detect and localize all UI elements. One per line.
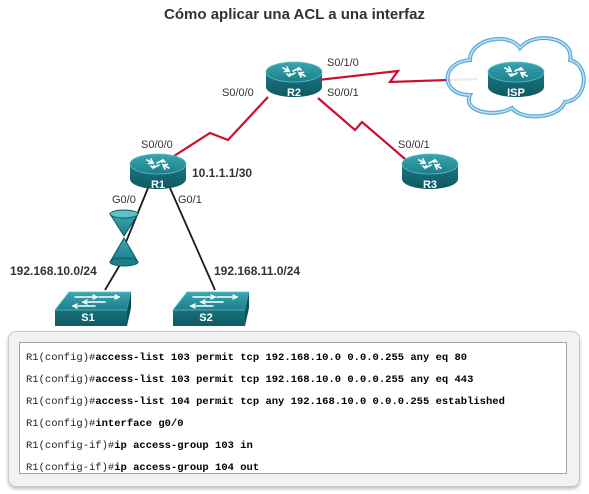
- r3-s001-label: S0/0/1: [398, 139, 430, 151]
- cli-command: access-list 104 permit tcp any 192.168.1…: [95, 396, 505, 408]
- cli-line: R1(config)#access-list 103 permit tcp 19…: [26, 347, 566, 369]
- router-r1-label: R1: [151, 179, 165, 191]
- cli-prompt: R1(config)#: [26, 352, 96, 364]
- switch-s1[interactable]: S1: [54, 291, 132, 327]
- r1-s000-label: S0/0/0: [141, 139, 173, 151]
- cli-output: R1(config)#access-list 103 permit tcp 19…: [19, 342, 567, 474]
- serial-link-r1-r2: [159, 96, 269, 166]
- cli-command: access-list 103 permit tcp 192.168.10.0 …: [95, 352, 468, 364]
- cli-line: R1(config-if)#ip access-group 104 out: [26, 457, 566, 479]
- cli-line: R1(config)#access-list 104 permit tcp an…: [26, 391, 566, 413]
- network-topology: R2 R1 R3 ISP S1 S2 S0/1/0 S0/0/0 S0/0/1 …: [10, 36, 586, 327]
- router-isp-label: ISP: [507, 87, 525, 99]
- lan2-label: 192.168.11.0/24: [214, 264, 300, 278]
- serial-link-r2-r3: [317, 97, 413, 166]
- switch-s1-label: S1: [81, 312, 94, 324]
- router-r2-label: R2: [287, 87, 301, 99]
- cli-prompt: R1(config)#: [26, 396, 96, 408]
- cli-command: ip access-group 104 out: [114, 462, 260, 474]
- cli-prompt: R1(config)#: [26, 418, 96, 430]
- router-r1[interactable]: R1: [129, 153, 187, 191]
- r1-ip-label: 10.1.1.1/30: [192, 166, 252, 180]
- r1-g00-label: G0/0: [112, 194, 136, 206]
- cli-prompt: R1(config-if)#: [26, 440, 115, 452]
- router-r3-label: R3: [423, 179, 437, 191]
- ethernet-link-r1-s2: [169, 187, 216, 291]
- router-r2[interactable]: R2: [265, 61, 323, 99]
- r2-s001-label: S0/0/1: [327, 87, 359, 99]
- router-r3[interactable]: R3: [401, 153, 459, 191]
- cli-command: interface g0/0: [95, 418, 184, 430]
- cli-line: R1(config)#access-list 103 permit tcp 19…: [26, 369, 566, 391]
- r1-g01-label: G0/1: [178, 194, 202, 206]
- cli-panel: R1(config)#access-list 103 permit tcp 19…: [8, 331, 580, 487]
- cli-line: R1(config-if)#ip access-group 103 in: [26, 435, 566, 457]
- switch-s2-label: S2: [199, 312, 212, 324]
- r2-s010-label: S0/1/0: [327, 57, 359, 69]
- serial-link-r2-isp: [317, 69, 479, 84]
- cli-command: ip access-group 103 in: [114, 440, 253, 452]
- diagram-title: Cómo aplicar una ACL a una interfaz: [164, 6, 425, 23]
- lan1-label: 192.168.10.0/24: [10, 264, 97, 278]
- switch-s2[interactable]: S2: [172, 291, 250, 327]
- r2-s000-label: S0/0/0: [222, 87, 254, 99]
- router-isp[interactable]: ISP: [487, 61, 545, 99]
- acl-firewall-icon: [109, 209, 139, 267]
- cli-prompt: R1(config-if)#: [26, 462, 115, 474]
- cli-line: R1(config)#interface g0/0: [26, 413, 566, 435]
- cli-command: access-list 103 permit tcp 192.168.10.0 …: [95, 374, 474, 386]
- cli-prompt: R1(config)#: [26, 374, 96, 386]
